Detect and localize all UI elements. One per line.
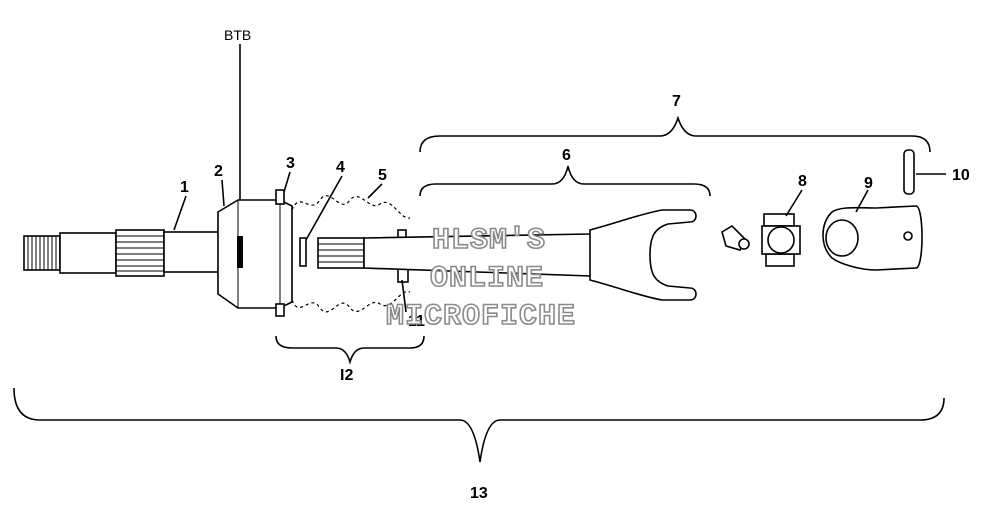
callout-12: I2 [340,367,353,384]
grease-fitting [721,224,750,251]
callout-1: 1 [180,179,189,196]
slip-yoke [822,205,923,271]
callout-2: 2 [214,163,223,180]
callout-3: 3 [286,155,295,172]
callout-7: 7 [672,93,681,110]
callout-10: 10 [952,167,970,184]
svg-text:MICROFICHE: MICROFICHE [386,300,576,334]
callout-8: 8 [798,173,807,190]
retaining-ring [299,237,307,267]
callout-13: 13 [470,485,488,502]
roll-pin [903,149,915,195]
svg-text:ONLINE: ONLINE [430,262,544,296]
cv-joint-housing [217,199,293,309]
svg-text:HLSM'S: HLSM'S [432,224,546,258]
watermark: HLSM'S ONLINE MICROFICHE [385,223,576,335]
callout-btb: BTB [224,27,251,43]
callout-6: 6 [562,147,571,164]
callout-9: 9 [864,175,873,192]
callout-11: 11 [408,313,425,330]
boot-clamp-large [275,189,285,317]
yoke-shaft [317,209,697,301]
u-joint-cross [761,213,801,267]
group-brackets [13,115,945,463]
callout-5: 5 [378,167,387,184]
stub-shaft [23,229,221,277]
callout-4: 4 [336,159,345,176]
leader-lines [173,44,946,313]
